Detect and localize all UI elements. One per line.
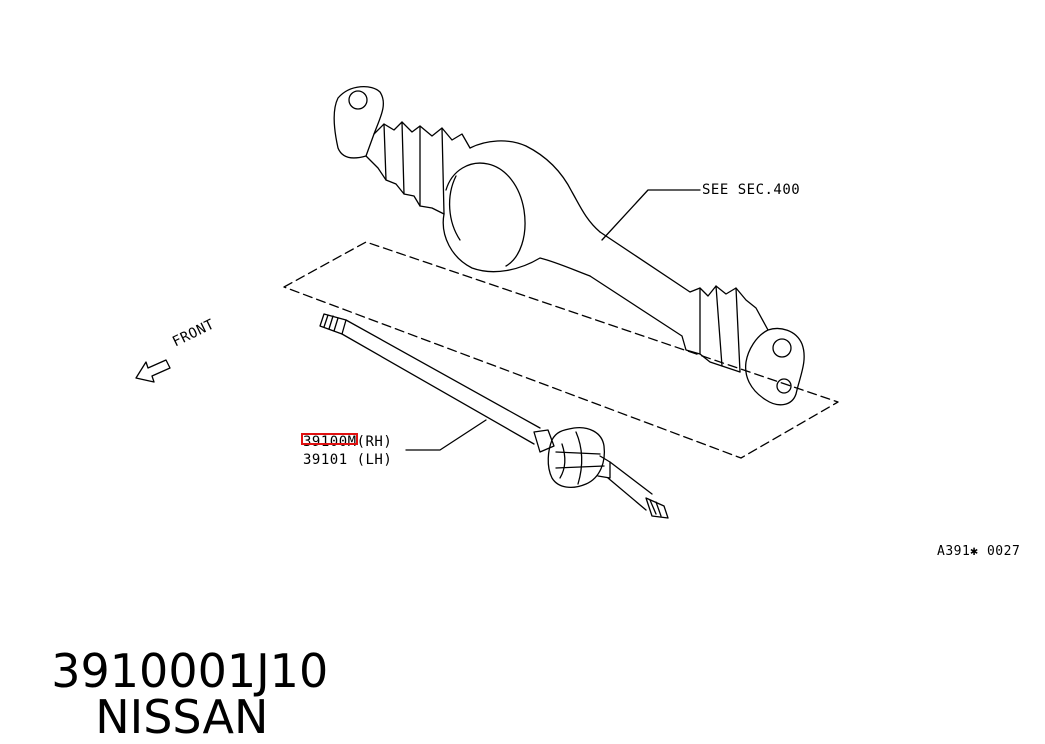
- drive-shaft: [319, 313, 669, 519]
- axle-housing: [333, 86, 805, 406]
- see-section-label: SEE SEC.400: [702, 182, 801, 198]
- brand-name: NISSAN: [95, 690, 269, 744]
- leader-axle: [601, 189, 701, 241]
- figure-code: A391✱ 0027: [937, 544, 1021, 559]
- front-arrow-icon: [135, 359, 171, 383]
- parts-diagram: [135, 86, 839, 519]
- dashed-boundary: [283, 241, 839, 459]
- part-number: 3910001J10: [51, 644, 329, 698]
- part-footer: 3910001J10 NISSAN: [22, 602, 328, 740]
- part-label-lh[interactable]: 39101 (LH): [303, 452, 393, 468]
- part-label-rh[interactable]: 39100M(RH): [303, 434, 393, 450]
- leader-shaft: [405, 419, 487, 451]
- highlight-box: [301, 433, 358, 445]
